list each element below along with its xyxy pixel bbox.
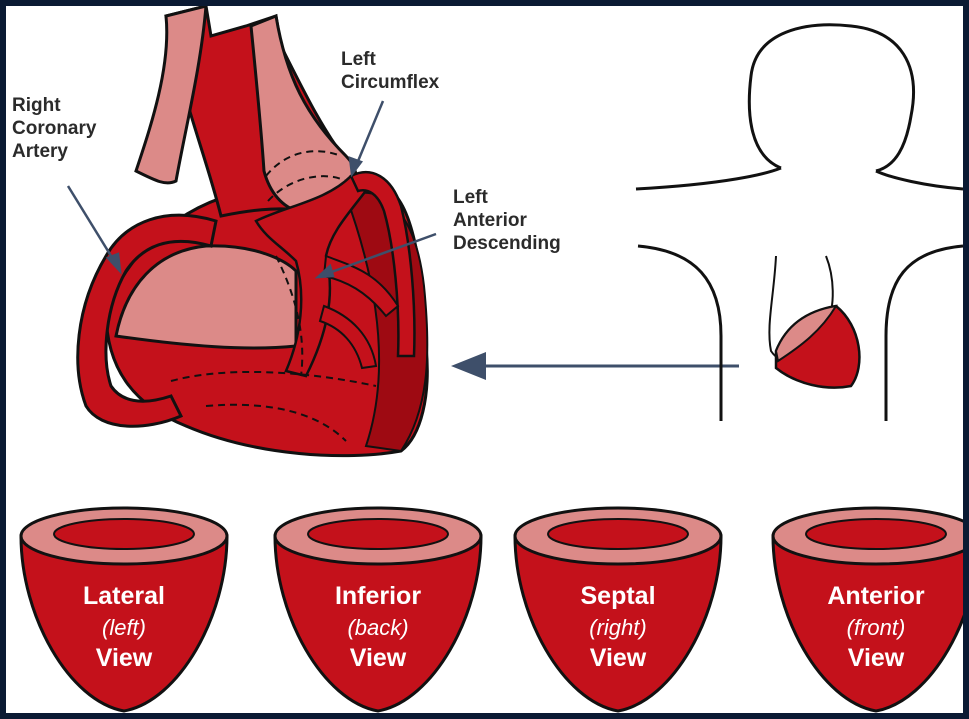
view-word: View	[278, 643, 478, 674]
anterior-view-label: Anterior (front) View	[776, 581, 963, 674]
septal-view-label: Septal (right) View	[518, 581, 718, 674]
torso-heart	[769, 256, 859, 388]
inferior-view-label: Inferior (back) View	[278, 581, 478, 674]
view-arrow	[451, 352, 739, 380]
view-name: Inferior	[278, 581, 478, 612]
lcx-pointer	[356, 101, 383, 166]
view-name: Lateral	[24, 581, 224, 612]
view-name: Septal	[518, 581, 718, 612]
rca-pointer	[68, 186, 116, 264]
diagram-canvas: Right Coronary Artery Left Circumflex Le…	[6, 6, 963, 713]
view-word: View	[24, 643, 224, 674]
lateral-view-label: Lateral (left) View	[24, 581, 224, 674]
view-name: Anterior	[776, 581, 963, 612]
view-direction: (back)	[278, 612, 478, 643]
view-direction: (left)	[24, 612, 224, 643]
lad-label: Left Anterior Descending	[453, 186, 561, 255]
rca-label: Right Coronary Artery	[12, 94, 96, 163]
lcx-label: Left Circumflex	[341, 48, 439, 94]
view-direction: (right)	[518, 612, 718, 643]
view-direction: (front)	[776, 612, 963, 643]
view-word: View	[776, 643, 963, 674]
view-word: View	[518, 643, 718, 674]
